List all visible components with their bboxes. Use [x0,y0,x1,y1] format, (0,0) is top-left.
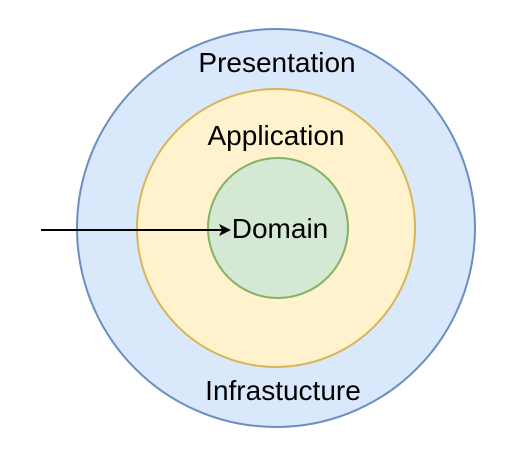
presentation-label: Presentation [198,47,355,78]
domain-layer-circle[interactable] [207,157,349,299]
application-label: Application [208,120,345,151]
domain-label: Domain [232,213,328,244]
infrastructure-label: Infrastucture [205,375,361,406]
